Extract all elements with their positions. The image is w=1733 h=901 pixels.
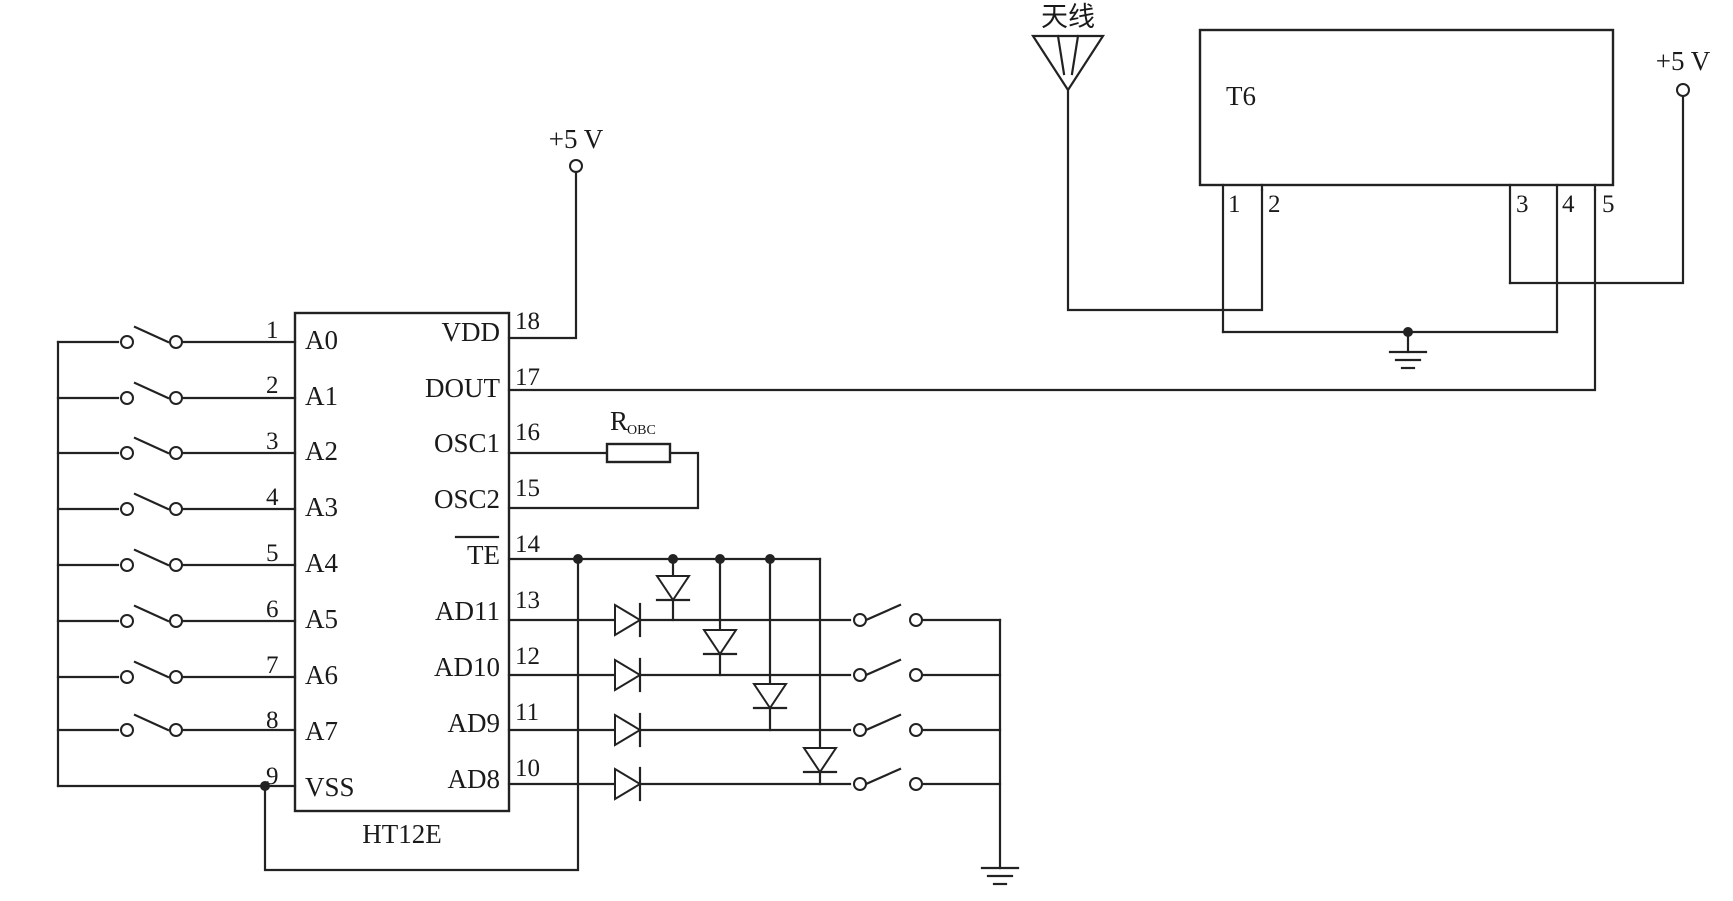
te-junction-1 [573, 554, 583, 564]
resistor-body [605, 442, 672, 464]
pin-num-7: 7 [266, 652, 279, 679]
osc-resistor: R OBC [507, 406, 700, 510]
pin-label-dout: DOUT [425, 373, 500, 403]
diode-te-ad9 [752, 557, 788, 732]
antenna-icon [1030, 34, 1106, 93]
t6-pin-5: 5 [1602, 191, 1615, 218]
switch-a3 [56, 492, 297, 516]
pin-num-13: 13 [515, 587, 540, 614]
antenna-feed-wire [1066, 88, 1264, 312]
t6-name: T6 [1226, 81, 1256, 111]
pin-label-a7: A7 [305, 716, 338, 746]
chip-supply: +5 V [507, 124, 604, 340]
pin-num-3: 3 [266, 428, 279, 455]
pin-num-6: 6 [266, 596, 279, 623]
switch-a5 [56, 604, 297, 628]
pin-num-4: 4 [266, 484, 279, 511]
pin-num-2: 2 [266, 372, 279, 399]
t6-body [1198, 28, 1615, 187]
pin-num-1: 1 [266, 317, 279, 344]
pin-label-osc2: OSC2 [434, 484, 500, 514]
switch-a0 [56, 325, 297, 349]
pin-label-a3: A3 [305, 492, 338, 522]
switch-a6 [56, 660, 297, 684]
vss-te-return-wire [263, 557, 580, 872]
ht12e-body [293, 311, 511, 813]
diode-ad11 [614, 602, 642, 638]
switch-ad9 [853, 713, 1002, 737]
chip-supply-terminal [569, 159, 583, 173]
pin-label-a6: A6 [305, 660, 338, 690]
t6-module: T6 1 2 3 4 5 [1198, 28, 1685, 370]
switch-a7 [56, 713, 297, 737]
pin-num-17: 17 [515, 364, 540, 391]
pin-label-a0: A0 [305, 325, 338, 355]
t6-pin-2: 2 [1268, 191, 1281, 218]
vdd-wire [507, 170, 578, 340]
pin-num-12: 12 [515, 643, 540, 670]
pin-num-5: 5 [266, 540, 279, 567]
t6-pin-4: 4 [1562, 191, 1575, 218]
module-supply-wire [1508, 94, 1685, 285]
diode-ad10 [614, 657, 642, 693]
chip-name: HT12E [362, 819, 441, 849]
pin-label-te: TE [467, 540, 500, 570]
pin-label-vss: VSS [305, 772, 355, 802]
antenna-label: 天线 [1041, 2, 1095, 32]
pin-label-a4: A4 [305, 548, 338, 578]
module-supply: +5 V [1656, 46, 1711, 97]
pin-label-ad9: AD9 [448, 708, 501, 738]
dout-to-module-wire [507, 188, 1597, 392]
module-supply-label: +5 V [1656, 46, 1711, 76]
antenna: 天线 [1030, 2, 1264, 312]
module-supply-terminal [1676, 83, 1690, 97]
pin-label-osc1: OSC1 [434, 428, 500, 458]
pin-label-a5: A5 [305, 604, 338, 634]
chip-supply-label: +5 V [549, 124, 604, 154]
pin-num-8: 8 [266, 707, 279, 734]
ground-symbol-bottom [980, 866, 1020, 886]
pin-label-ad8: AD8 [448, 764, 501, 794]
pin-num-11: 11 [515, 699, 539, 726]
pin-num-18: 18 [515, 308, 540, 335]
t6-pin-1: 1 [1228, 191, 1241, 218]
resistor-label-sub: OBC [627, 423, 656, 438]
diode-te-ad10 [702, 557, 738, 677]
pin-label-vdd: VDD [442, 317, 501, 347]
pin-label-ad10: AD10 [434, 652, 500, 682]
address-switches [56, 325, 580, 872]
pin-label-ad11: AD11 [435, 596, 500, 626]
pin-num-14: 14 [515, 531, 541, 558]
switch-a1 [56, 381, 297, 405]
diode-ad9 [614, 712, 642, 748]
pin-num-16: 16 [515, 419, 540, 446]
t6-pin-3: 3 [1516, 191, 1529, 218]
resistor-label-main: R [610, 406, 628, 436]
pin-num-15: 15 [515, 475, 540, 502]
switch-a2 [56, 436, 297, 460]
diode-te-ad8 [802, 557, 838, 786]
switch-a4 [56, 548, 297, 572]
diode-ad8 [614, 766, 642, 802]
pin-label-a2: A2 [305, 436, 338, 466]
diode-te-ad11 [655, 557, 691, 622]
ground-symbol-module [1388, 350, 1428, 370]
data-switch-matrix [507, 554, 1020, 886]
switch-ad10 [853, 658, 1002, 682]
switch-ad11 [853, 603, 1002, 627]
pin-num-10: 10 [515, 755, 540, 782]
ht12e-chip: HT12E A0 A1 A2 A3 A4 A5 A6 A7 VSS 1 2 3 … [266, 308, 541, 849]
switch-ad8 [853, 767, 1002, 791]
pin-label-a1: A1 [305, 381, 338, 411]
osc-wire [507, 451, 700, 510]
